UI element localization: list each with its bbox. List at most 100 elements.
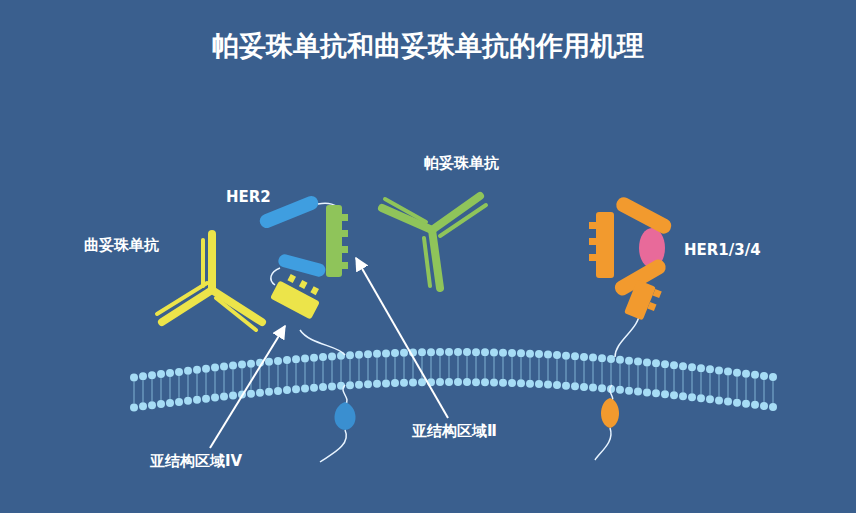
lipid-head (229, 392, 237, 400)
lipid-head (643, 358, 651, 366)
lipid-head (202, 395, 210, 403)
cell-membrane (130, 348, 777, 411)
receptor-label: HER2 (226, 188, 271, 206)
lipid-tail (539, 358, 540, 380)
lipid-tail (251, 368, 252, 390)
lipid-head (634, 388, 642, 396)
lipid-head (742, 370, 750, 378)
lipid-tail (413, 357, 414, 379)
lipid-head (751, 371, 759, 379)
lipid-head (463, 378, 471, 386)
lipid-head (211, 364, 219, 372)
lipid-head (616, 356, 624, 364)
lipid-head (715, 396, 723, 404)
lipid-head (130, 373, 138, 381)
lipid-tail (368, 358, 369, 380)
lipid-head (553, 351, 561, 359)
lipid-head (427, 348, 435, 356)
lipid-tail (233, 370, 234, 392)
lipid-head (166, 399, 174, 407)
lipid-head (580, 353, 588, 361)
lipid-head (373, 380, 381, 388)
domain-label: 亚结构区域Ⅱ (412, 422, 497, 441)
lipid-head (517, 379, 525, 387)
lipid-head (571, 352, 579, 360)
lipid-head (247, 390, 255, 398)
lipid-head (598, 384, 606, 392)
lipid-head (301, 385, 309, 393)
lipid-tail (449, 356, 450, 378)
leader-arrow (210, 326, 285, 448)
lipid-head (508, 379, 516, 387)
lipid-tail (287, 364, 288, 386)
lipid-head (688, 393, 696, 401)
lipid-tail (728, 376, 729, 398)
lipid-head (634, 358, 642, 366)
lipid-tail (170, 377, 171, 399)
lipid-head (355, 381, 363, 389)
lipid-tail (305, 363, 306, 385)
lipid-tail (152, 379, 153, 401)
lipid-tail (242, 369, 243, 391)
lipid-head (355, 351, 363, 359)
lipid-head (148, 401, 156, 409)
lipid-tail (629, 365, 630, 387)
lipid-head (265, 358, 273, 366)
lipid-head (535, 380, 543, 388)
her2-receptor (258, 194, 356, 462)
domain-label: 亚结构区域IV (150, 452, 242, 471)
lipid-head (481, 378, 489, 386)
lipid-head (760, 372, 768, 380)
lipid-head (670, 361, 678, 369)
lipid-head (553, 381, 561, 389)
lipid-tail (737, 377, 738, 399)
lipid-head (292, 385, 300, 393)
lipid-head (733, 369, 741, 377)
lipid-head (319, 383, 327, 391)
lipid-head (589, 354, 597, 362)
lipid-head (589, 384, 597, 392)
title: 帕妥珠单抗和曲妥珠单抗的作用机理 (0, 28, 856, 64)
lipid-head (292, 355, 300, 363)
lipid-head (562, 382, 570, 390)
lipid-tail (755, 379, 756, 401)
lipid-head (706, 395, 714, 403)
lipid-head (481, 348, 489, 356)
lipid-tail (332, 360, 333, 382)
lipid-tail (512, 357, 513, 379)
lipid-tail (431, 356, 432, 378)
lipid-tail (692, 371, 693, 393)
lipid-head (265, 388, 273, 396)
lipid-head (625, 357, 633, 365)
lipid-tail (503, 357, 504, 379)
lipid-head (544, 351, 552, 359)
lipid-head (157, 370, 165, 378)
lipid-head (715, 366, 723, 374)
lipid-tail (467, 356, 468, 378)
lipid-tail (323, 361, 324, 383)
lipid-tail (197, 374, 198, 396)
lipid-head (697, 364, 705, 372)
lipid-head (760, 402, 768, 410)
lipid-tail (593, 362, 594, 384)
lipid-tail (314, 362, 315, 384)
lipid-tail (710, 373, 711, 395)
lipid-head (166, 369, 174, 377)
lipid-tail (341, 360, 342, 382)
lipid-tail (395, 357, 396, 379)
lipid-head (175, 398, 183, 406)
lipid-tail (647, 366, 648, 388)
lipid-head (319, 353, 327, 361)
pertuzumab-antibody (382, 196, 486, 288)
lipid-head (139, 372, 147, 380)
lipid-head (544, 381, 552, 389)
lipid-tail (269, 366, 270, 388)
lipid-tail (296, 363, 297, 385)
lipid-head (310, 354, 318, 362)
lipid-tail (494, 356, 495, 378)
lipid-tail (359, 359, 360, 381)
lipid-head (769, 373, 777, 381)
lipid-head (724, 368, 732, 376)
lipid-head (526, 380, 534, 388)
lipid-tail (620, 364, 621, 386)
